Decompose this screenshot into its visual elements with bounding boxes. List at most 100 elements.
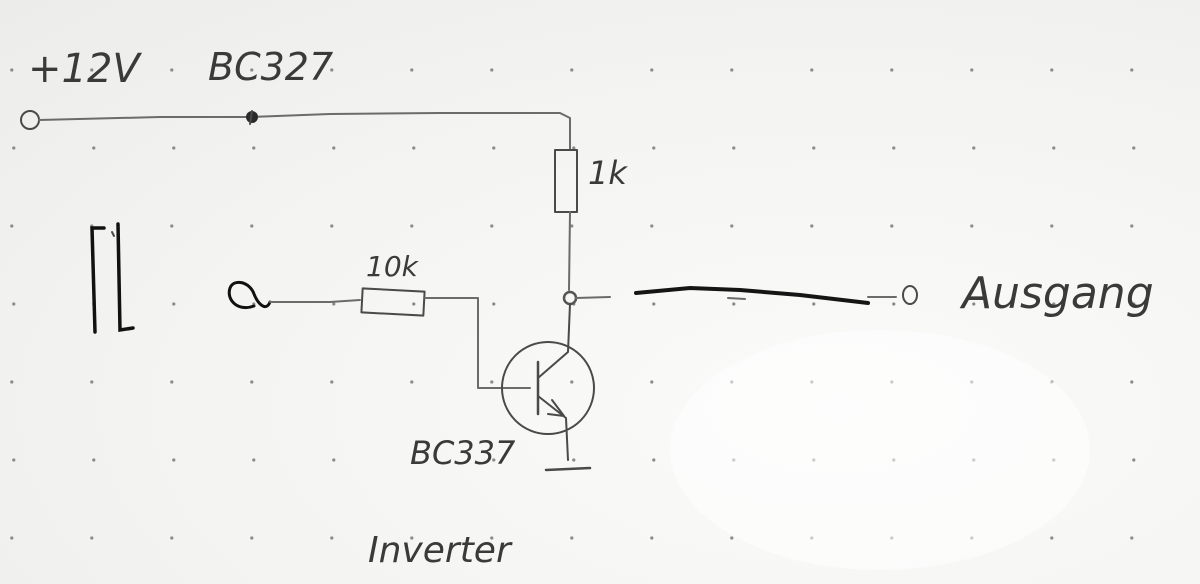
output-label: Ausgang	[959, 268, 1154, 319]
grid-dot	[1132, 146, 1136, 150]
grid-dot	[492, 458, 496, 462]
supply-label: +12V	[28, 46, 142, 92]
pulse-sketch-left	[90, 226, 106, 334]
grid-dot	[250, 68, 254, 72]
grid-dot	[410, 536, 414, 540]
grid-dot	[330, 536, 334, 540]
grid-dot	[490, 224, 494, 228]
grid-dot	[732, 302, 736, 306]
pnp-transistor-label: BC327	[208, 45, 333, 89]
grid-dot	[12, 458, 16, 462]
grid-dot	[1130, 68, 1134, 72]
grid-dot	[170, 536, 174, 540]
grid-dot	[810, 224, 814, 228]
grid-dot	[732, 146, 736, 150]
pulse-sketch-right	[116, 222, 135, 333]
grid-dot	[250, 380, 254, 384]
grid-dot	[892, 146, 896, 150]
grid-dot	[730, 68, 734, 72]
grid-dot	[812, 302, 816, 306]
grid-dot	[970, 224, 974, 228]
grid-dot	[490, 68, 494, 72]
grid-dot	[1050, 536, 1054, 540]
grid-dot	[12, 146, 16, 150]
grid-dot	[92, 458, 96, 462]
grid-dot	[10, 224, 14, 228]
grid-dot	[972, 146, 976, 150]
grid-dot	[170, 224, 174, 228]
collector-resistor	[554, 149, 578, 213]
grid-dot	[12, 302, 16, 306]
grid-dot	[650, 68, 654, 72]
grid-dot	[810, 68, 814, 72]
grid-dot	[412, 302, 416, 306]
grid-dot	[1130, 224, 1134, 228]
grid-dot	[970, 68, 974, 72]
ground-symbol	[544, 466, 592, 472]
grid-dot	[650, 536, 654, 540]
grid-dot	[652, 458, 656, 462]
npn-transistor-label: BC337	[410, 434, 516, 472]
grid-dot	[1052, 302, 1056, 306]
npn-transistor-body	[501, 341, 595, 435]
grid-dot	[170, 68, 174, 72]
grid-dot	[1050, 224, 1054, 228]
grid-dot	[1130, 536, 1134, 540]
supply-rail	[38, 112, 571, 151]
grid-dot	[730, 224, 734, 228]
grid-dot	[330, 224, 334, 228]
grid-dot	[250, 536, 254, 540]
pulse-sketch-tick	[111, 231, 115, 237]
collector-wire	[568, 211, 571, 291]
grid-dot	[170, 380, 174, 384]
grid-dot	[572, 146, 576, 150]
grid-dot	[652, 302, 656, 306]
grid-dot	[332, 302, 336, 306]
grid-dot	[332, 146, 336, 150]
supply-terminal	[20, 110, 40, 130]
grid-dot	[570, 224, 574, 228]
grid-dot	[10, 68, 14, 72]
grid-dot	[650, 380, 654, 384]
grid-dot	[570, 380, 574, 384]
output-node	[562, 290, 578, 306]
grid-dot	[890, 68, 894, 72]
diagram-title: Inverter	[368, 530, 513, 571]
grid-dot	[92, 146, 96, 150]
base-wire	[424, 297, 531, 389]
grid-dot	[172, 458, 176, 462]
grid-dot	[412, 458, 416, 462]
grid-dot	[410, 224, 414, 228]
grid-dot	[90, 380, 94, 384]
npn-collector	[537, 303, 571, 379]
grid-dot	[1132, 458, 1136, 462]
grid-dot	[1132, 302, 1136, 306]
grid-dot	[490, 536, 494, 540]
grid-dot	[172, 302, 176, 306]
input-terminal	[227, 280, 272, 309]
output-terminal	[902, 285, 918, 305]
grid-dot	[492, 302, 496, 306]
grid-dot	[90, 68, 94, 72]
grid-dot	[250, 224, 254, 228]
grid-dot	[252, 146, 256, 150]
grid-dot	[10, 536, 14, 540]
grid-dot	[410, 380, 414, 384]
grid-dot	[650, 224, 654, 228]
collector-resistor-label: 1k	[588, 154, 628, 192]
base-resistor-label: 10k	[366, 250, 420, 283]
grid-dot	[1130, 380, 1134, 384]
grid-dot	[330, 68, 334, 72]
grid-dot	[410, 68, 414, 72]
paper-glare	[670, 330, 1090, 570]
input-wire	[269, 299, 361, 303]
grid-dot	[412, 146, 416, 150]
grid-dot	[570, 68, 574, 72]
output-wire	[634, 285, 870, 305]
grid-dot	[892, 302, 896, 306]
base-resistor	[360, 287, 426, 317]
grid-dot	[570, 536, 574, 540]
grid-dot	[1052, 146, 1056, 150]
